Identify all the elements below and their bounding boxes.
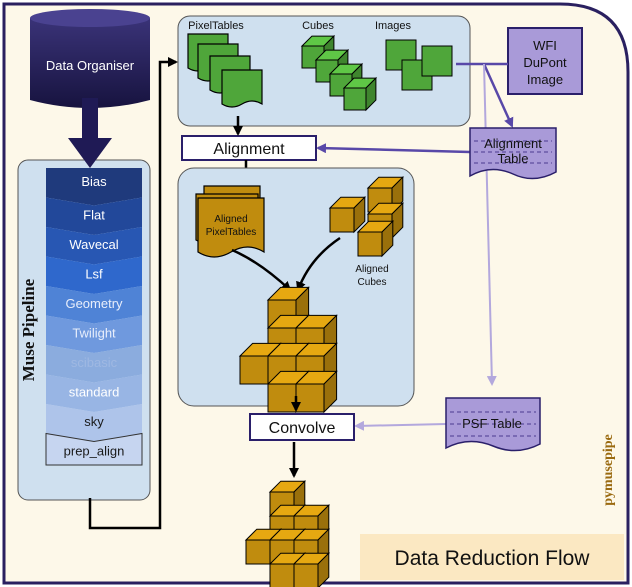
pipeline-step-label: standard xyxy=(69,384,120,399)
pixtables-stack xyxy=(187,33,263,108)
combined-cube xyxy=(238,286,338,414)
organiser-to-pipeline-arrow xyxy=(68,98,112,168)
wfi-to-alignment-table-arrow xyxy=(482,63,514,128)
aligned-pix-to-combined-arrow xyxy=(231,248,292,292)
pipeline-step: standard xyxy=(46,374,142,412)
aligned-cubes-to-combined-arrow xyxy=(296,236,341,292)
pipeline-step: sky xyxy=(46,404,142,442)
pixtables-header: PixelTables xyxy=(188,20,244,32)
pipeline-step-label: Wavecal xyxy=(69,237,118,252)
side-label: pymusepipe xyxy=(601,434,616,506)
wfi-line3: Image xyxy=(527,72,563,87)
psf-to-convolve-arrow xyxy=(354,420,447,431)
aligned-cubes-line2: Cubes xyxy=(358,277,387,288)
pipeline-step: Wavecal xyxy=(46,227,142,265)
pipeline-step-label: Lsf xyxy=(85,266,103,281)
pipeline-step: Twilight xyxy=(46,315,142,353)
pipeline-step-label: Twilight xyxy=(72,325,116,340)
output-cube xyxy=(244,479,331,587)
pipeline-step: Bias xyxy=(46,168,142,206)
pipeline-step-label: Flat xyxy=(83,207,105,222)
wfi-line1: WFI xyxy=(533,38,557,53)
aligned-pix-line2: PixelTables xyxy=(206,227,257,238)
pipeline-step-label: Geometry xyxy=(65,296,123,311)
aligned-pixtables-stack: Aligned PixelTables xyxy=(195,185,265,258)
alignment-box xyxy=(181,135,317,161)
cubes-header: Cubes xyxy=(302,20,334,32)
alignment-label: Alignment xyxy=(213,141,285,158)
cubes-stack xyxy=(300,34,378,112)
aligned-pix-line1: Aligned xyxy=(214,214,247,225)
psf-label: PSF Table xyxy=(462,416,522,431)
images-to-psf-arrow xyxy=(483,63,497,386)
pipeline-step: prep_align xyxy=(45,432,143,466)
pipeline-step: Lsf xyxy=(46,256,142,294)
pipeline-to-inputs-arrow xyxy=(88,57,178,530)
title: Data Reduction Flow xyxy=(395,547,591,570)
pipeline-step-label: prep_align xyxy=(64,443,125,458)
alignment-table-line2: Table xyxy=(497,151,528,166)
aligned-cubes-line1: Aligned xyxy=(355,264,388,275)
pipeline-step-label: sky xyxy=(84,414,104,429)
pipeline-step-label: scibasic xyxy=(71,355,118,370)
alignment-table-line1: Alignment xyxy=(484,136,542,151)
pipeline-label: Muse Pipeline xyxy=(19,278,38,381)
alignment-table-to-alignment-arrow xyxy=(316,143,471,154)
data-organiser: Data Organiser xyxy=(30,9,150,108)
images-stack xyxy=(385,39,453,91)
wfi-line2: DuPont xyxy=(523,55,567,70)
title-box xyxy=(360,534,624,580)
organiser-label: Data Organiser xyxy=(46,58,135,73)
pipeline-step-label: Bias xyxy=(81,174,107,189)
aligned-cubes-stack xyxy=(328,175,405,258)
convolve-label: Convolve xyxy=(269,420,336,437)
alignment-table: Alignment Table xyxy=(469,127,557,180)
convolve-box xyxy=(249,413,355,441)
psf-table: PSF Table xyxy=(445,397,541,452)
pipeline-step: scibasic xyxy=(46,345,142,383)
images-header: Images xyxy=(375,20,412,32)
pipeline-step: Flat xyxy=(46,197,142,235)
pipeline-step: Geometry xyxy=(46,286,142,324)
wfi-image-box: WFI DuPont Image xyxy=(507,27,583,95)
